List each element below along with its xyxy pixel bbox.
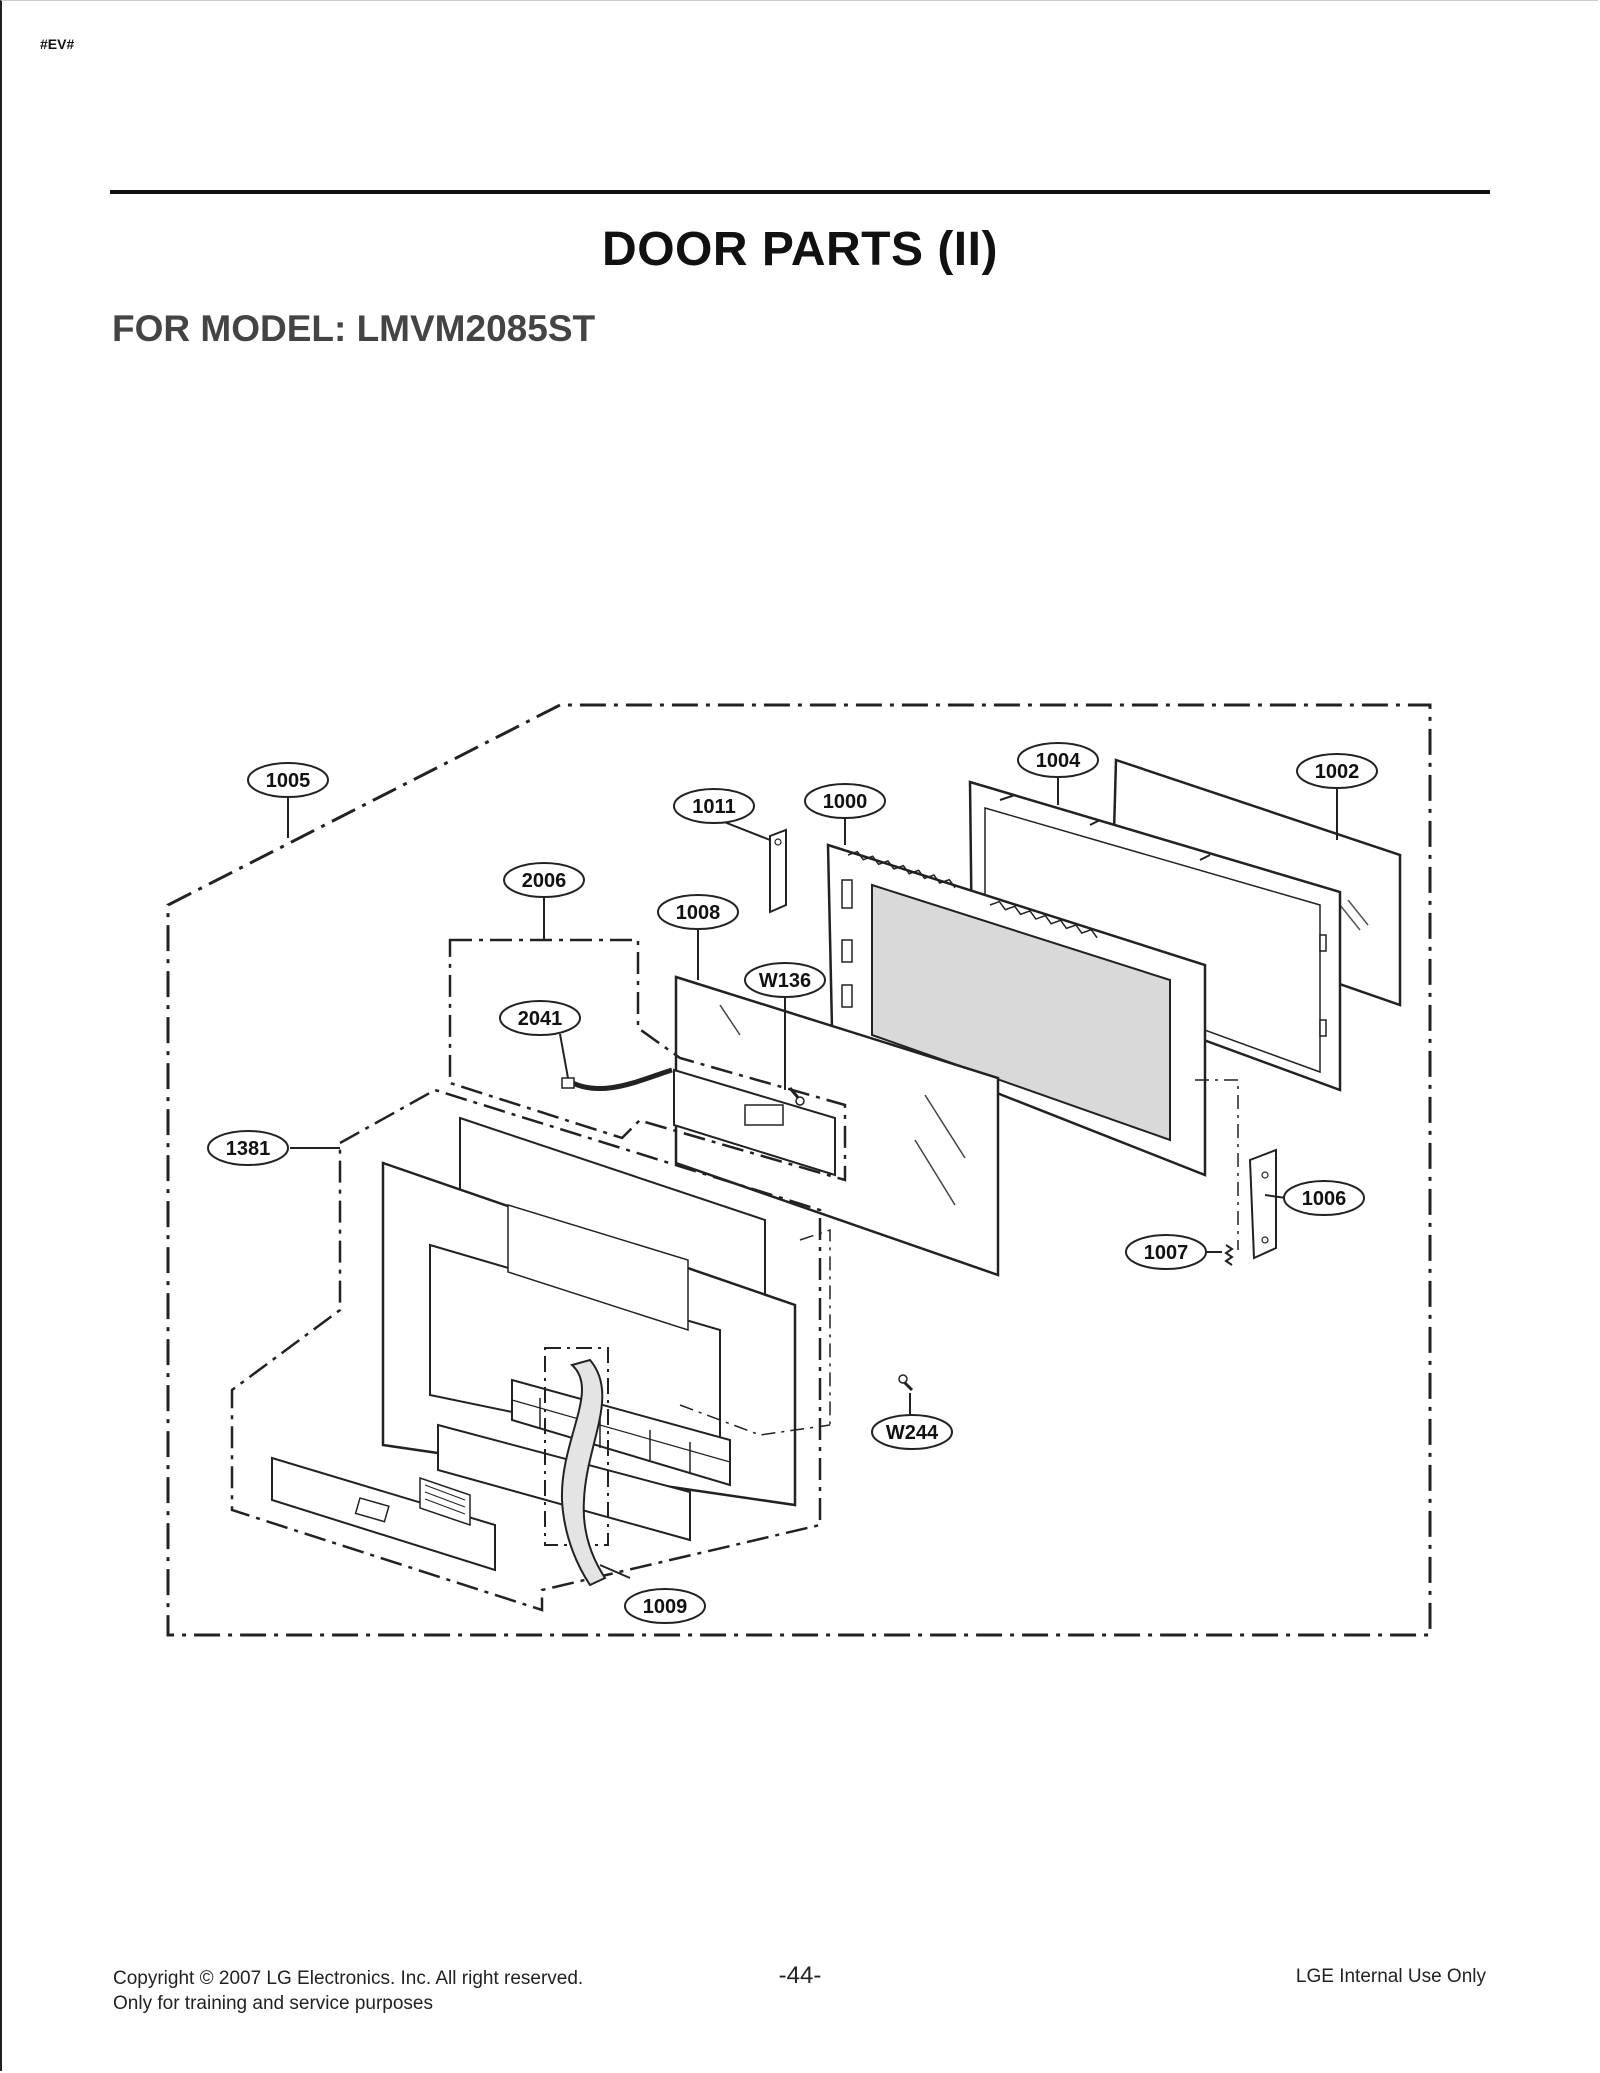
latch-hook-1006 xyxy=(1248,1148,1277,1260)
callout-1000: 1000 xyxy=(823,791,868,813)
corner-tag: #EV# xyxy=(40,36,75,52)
callout-w244: W244 xyxy=(886,1422,939,1444)
front-frame xyxy=(381,1161,797,1507)
control-panel-buttons xyxy=(511,1378,731,1487)
callout-leaders xyxy=(287,776,1338,1579)
callout-1008: 1008 xyxy=(676,902,721,924)
callout-w136: W136 xyxy=(759,970,811,992)
footer-left: Copyright © 2007 LG Electronics. Inc. Al… xyxy=(113,1966,583,2016)
callout-1002: 1002 xyxy=(1315,761,1360,783)
callout-2006: 2006 xyxy=(522,870,567,892)
footer-purpose: Only for training and service purposes xyxy=(113,1993,433,2014)
callout-1011: 1011 xyxy=(692,796,735,818)
callout-1381: 1381 xyxy=(226,1138,271,1160)
page-title: DOOR PARTS (II) xyxy=(602,223,998,276)
callout-1006: 1006 xyxy=(1302,1188,1347,1210)
callout-1004: 1004 xyxy=(1036,750,1081,772)
top-rule xyxy=(110,190,1490,194)
latch-leader xyxy=(1195,1079,1239,1250)
callout-1005: 1005 xyxy=(266,770,311,792)
assembly-boundary xyxy=(166,703,1432,1637)
handle-1009 xyxy=(544,1347,609,1587)
model-label: FOR MODEL: LMVM2085ST xyxy=(112,308,596,349)
callout-1009: 1009 xyxy=(643,1596,688,1618)
callout-1007: 1007 xyxy=(1144,1242,1189,1264)
pcb-area-2006 xyxy=(448,938,847,1182)
callout-2041: 2041 xyxy=(518,1008,563,1030)
spring-1007 xyxy=(1224,1244,1234,1266)
bracket-1011 xyxy=(769,828,787,914)
screw-w244 xyxy=(898,1374,914,1392)
wire-harness-2041 xyxy=(561,1067,673,1096)
side-leader xyxy=(799,1228,831,1425)
door-panel-1000 xyxy=(826,843,1207,1177)
page-number: -44- xyxy=(778,1962,822,1989)
front-assembly-boundary-1381 xyxy=(230,1088,822,1612)
ribbon-cable xyxy=(419,1476,471,1527)
callouts xyxy=(207,742,1378,1624)
screw-w136 xyxy=(788,1087,805,1106)
footer-copyright: Copyright © 2007 LG Electronics. Inc. Al… xyxy=(113,1968,584,1989)
footer-internal: LGE Internal Use Only xyxy=(1295,1966,1486,1987)
bottom-strip-window xyxy=(354,1497,390,1523)
